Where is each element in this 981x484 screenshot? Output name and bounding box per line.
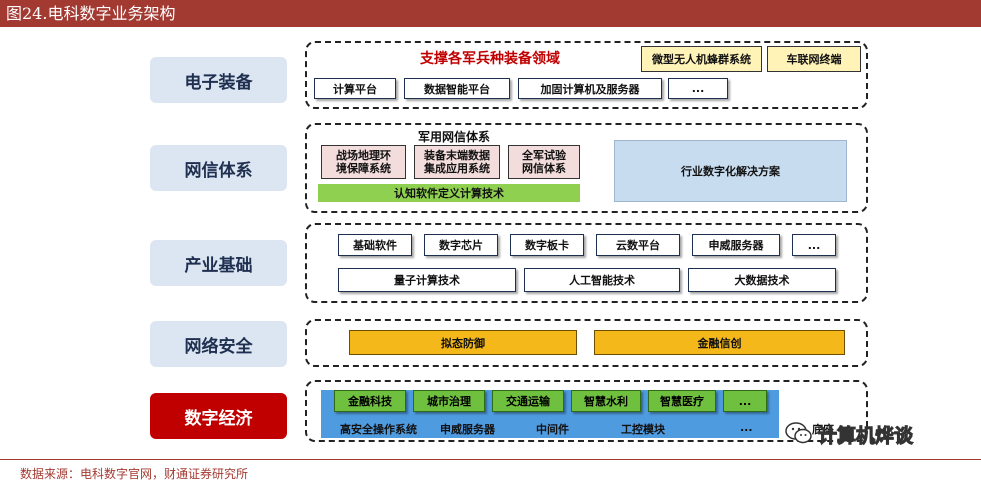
figure-title: 图24.电科数字业务架构 — [0, 0, 981, 27]
item-mimic-defense: 拟态防御 — [349, 330, 577, 355]
tag-drone-swarm: 微型无人机蜂群系统 — [641, 46, 762, 72]
wechat-icon — [784, 420, 814, 446]
app-fintech: 金融科技 — [334, 390, 406, 412]
item-equipment-data-line2: 集成应用系统 — [424, 162, 490, 175]
item-equipment-data-system: 装备末端数据 集成应用系统 — [414, 145, 500, 179]
item-more: ... — [792, 234, 836, 256]
item-data-intelligence-platform: 数据智能平台 — [404, 78, 510, 99]
app-smart-healthcare: 智慧医疗 — [648, 390, 716, 412]
industry-digital-solution: 行业数字化解决方案 — [614, 140, 847, 202]
item-cloud-data-platform: 云数平台 — [596, 234, 680, 256]
industry-section — [305, 223, 868, 303]
footer-rule — [0, 459, 981, 460]
cognitive-software-base: 认知软件定义计算技术 — [318, 184, 580, 202]
security-section — [305, 319, 868, 367]
app-city-governance: 城市治理 — [413, 390, 485, 412]
layer-electronic-equipment: 电子装备 — [150, 57, 287, 103]
base-foundation-label: 底座 — [812, 423, 834, 436]
source-note: 数据来源：电科数字官网，财通证券研究所 — [20, 467, 249, 481]
app-smart-water: 智慧水利 — [571, 390, 641, 412]
item-equipment-data-line1: 装备末端数据 — [424, 149, 490, 162]
watermark-text: 计算机烨谈 — [817, 425, 914, 448]
item-ai-technology: 人工智能技术 — [524, 268, 680, 292]
item-battlefield-geo-system: 战场地理环 境保障系统 — [321, 145, 406, 179]
item-battlefield-geo-line1: 战场地理环 — [336, 149, 391, 162]
item-basic-software: 基础软件 — [338, 234, 412, 256]
item-quantum-computing: 量子计算技术 — [338, 268, 516, 292]
military-network-title: 军用网信体系 — [418, 130, 491, 144]
base-middleware: 中间件 — [536, 423, 569, 436]
layer-network-security: 网络安全 — [150, 321, 287, 367]
item-more: ... — [668, 78, 728, 99]
base-more: ... — [740, 421, 753, 434]
item-military-test-network: 全军试验 网信体系 — [508, 145, 580, 179]
layer-industry-base: 产业基础 — [150, 240, 287, 286]
item-rugged-computer-server: 加固计算机及服务器 — [518, 78, 662, 99]
electronic-headline: 支撑各军兵种装备领域 — [420, 51, 560, 67]
base-sunway-server: 申威服务器 — [440, 423, 495, 436]
item-military-test-line1: 全军试验 — [522, 149, 566, 162]
digital-economy-section — [305, 380, 868, 442]
item-military-test-line2: 网信体系 — [522, 162, 566, 175]
layer-digital-economy: 数字经济 — [150, 393, 287, 439]
item-digital-chip: 数字芯片 — [424, 234, 498, 256]
item-computing-platform: 计算平台 — [314, 78, 396, 99]
base-secure-os: 高安全操作系统 — [340, 423, 417, 436]
tag-iov-terminal: 车联网终端 — [767, 46, 861, 72]
item-finance-xinchuang: 金融信创 — [594, 330, 845, 355]
item-battlefield-geo-line2: 境保障系统 — [336, 162, 391, 175]
network-info-section — [305, 123, 868, 213]
base-industrial-module: 工控模块 — [621, 423, 665, 436]
item-digital-board: 数字板卡 — [510, 234, 584, 256]
item-big-data: 大数据技术 — [688, 268, 836, 292]
electronic-section — [305, 41, 868, 109]
layer-network-info: 网信体系 — [150, 145, 287, 191]
app-more: ... — [723, 390, 767, 412]
app-transportation: 交通运输 — [492, 390, 564, 412]
item-sunway-server: 申威服务器 — [692, 234, 780, 256]
